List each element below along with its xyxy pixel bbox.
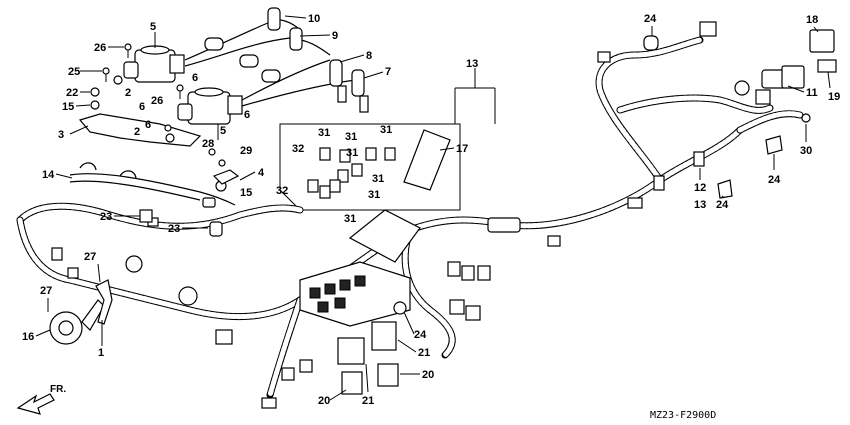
callout-labels: 5 10 9 8 7 26 25 6 22 2 6 15 26 6 3 6 2 …	[22, 13, 840, 407]
callout-27: 27	[84, 251, 96, 263]
callout-4: 4	[258, 167, 265, 179]
callout-16: 16	[22, 331, 34, 343]
callout-12: 12	[694, 182, 706, 194]
callout-10: 10	[308, 13, 320, 25]
horn	[49, 299, 105, 345]
callout-31: 31	[372, 173, 384, 185]
horn-bracket	[95, 279, 113, 325]
callout-6: 6	[139, 101, 145, 113]
callout-25: 25	[68, 66, 80, 78]
callout-24: 24	[716, 199, 729, 211]
callout-21: 21	[362, 395, 374, 407]
callout-31: 31	[380, 124, 392, 136]
callout-3: 3	[58, 129, 64, 141]
front-direction-arrow: FR.	[16, 384, 66, 415]
callout-27: 27	[40, 285, 52, 297]
callout-24: 24	[644, 13, 657, 25]
callout-13: 13	[694, 199, 706, 211]
connector-cluster	[261, 261, 491, 409]
sub-harness	[69, 162, 236, 208]
spark-plug-leads	[184, 7, 369, 113]
callout-5: 5	[150, 21, 156, 33]
callout-31: 31	[346, 147, 358, 159]
fuse-group-outline	[279, 68, 496, 211]
callout-2: 2	[134, 126, 140, 138]
callout-21: 21	[418, 347, 430, 359]
callout-18: 18	[806, 14, 818, 26]
callout-2: 2	[125, 87, 131, 99]
callout-26: 26	[151, 95, 163, 107]
callout-31: 31	[368, 189, 380, 201]
callout-6: 6	[145, 119, 151, 131]
callout-24: 24	[414, 329, 427, 341]
callout-31: 31	[345, 131, 357, 143]
callout-13: 13	[466, 58, 478, 70]
main-wire-harness	[16, 36, 804, 399]
relay-group	[337, 321, 399, 395]
front-label: FR.	[50, 384, 66, 395]
callout-14: 14	[42, 169, 55, 181]
fuse-label-card	[403, 129, 451, 191]
callout-28: 28	[202, 138, 214, 150]
right-side-parts	[139, 21, 837, 247]
callout-29: 29	[240, 145, 252, 157]
callout-23: 23	[100, 211, 112, 223]
callout-5: 5	[220, 125, 226, 137]
callout-31: 31	[318, 127, 330, 139]
callout-32: 32	[276, 185, 288, 197]
callout-7: 7	[385, 66, 391, 78]
callout-6: 6	[244, 109, 250, 121]
callout-9: 9	[332, 30, 338, 42]
harness-connectors	[51, 217, 407, 345]
diagram-code: MZ23-F2900D	[650, 410, 716, 421]
fuse-set	[307, 147, 396, 199]
callout-23: 23	[168, 223, 180, 235]
callout-20: 20	[422, 369, 434, 381]
callout-19: 19	[828, 91, 840, 103]
fuse-box	[299, 209, 421, 327]
ignition-coil-lower	[177, 87, 243, 125]
ignition-coil-upper	[123, 45, 185, 83]
callout-11: 11	[806, 87, 818, 99]
stay	[212, 169, 240, 185]
callout-8: 8	[366, 50, 372, 62]
callout-6: 6	[192, 72, 198, 84]
callout-17: 17	[456, 143, 468, 155]
callout-15: 15	[240, 187, 252, 199]
callout-1: 1	[98, 347, 104, 359]
callout-26: 26	[94, 42, 106, 54]
callout-31: 31	[344, 213, 356, 225]
callout-24: 24	[768, 174, 781, 186]
callout-32: 32	[292, 143, 304, 155]
callout-20: 20	[318, 395, 330, 407]
callout-30: 30	[800, 145, 812, 157]
callout-22: 22	[66, 87, 78, 99]
callout-15: 15	[62, 101, 74, 113]
leader-lines	[35, 15, 831, 401]
